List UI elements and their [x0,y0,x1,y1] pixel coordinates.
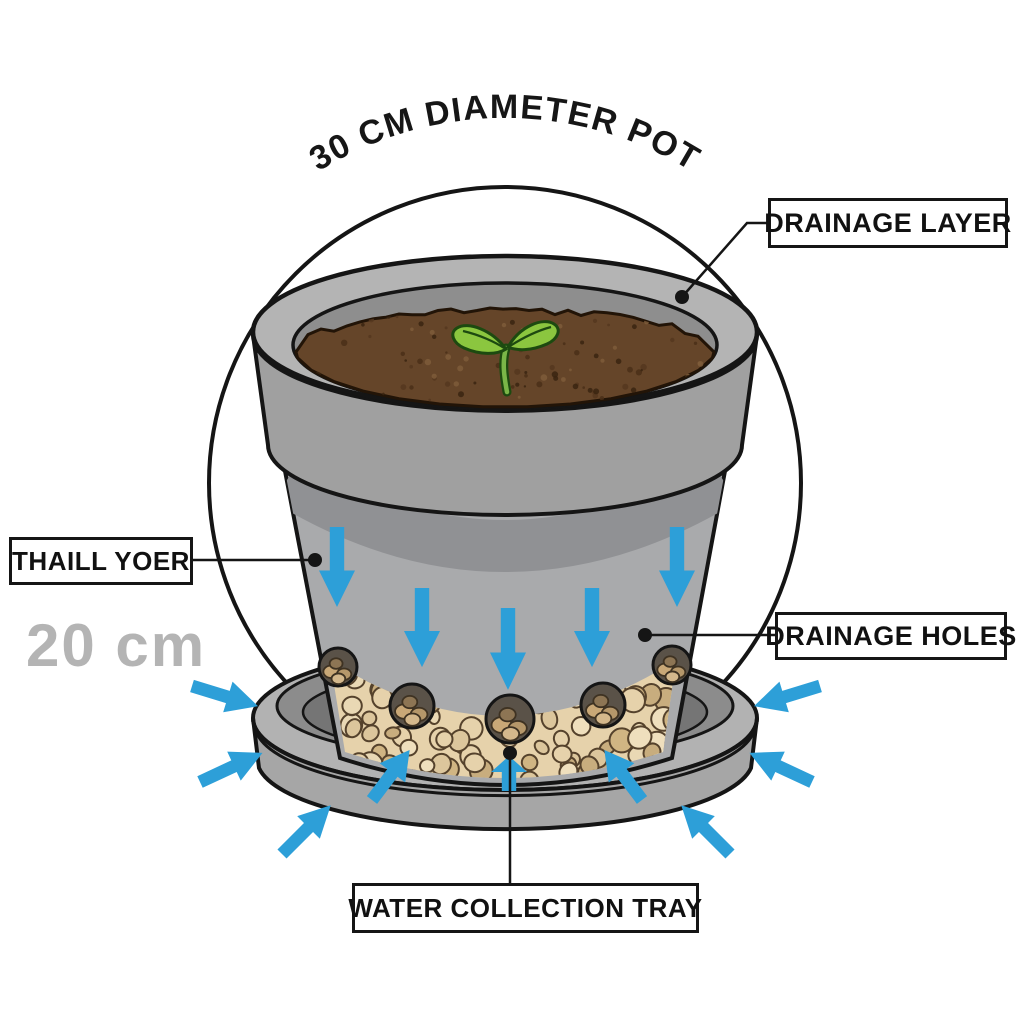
seedling-sprout [451,320,560,397]
arrow-inward-icon [749,670,825,722]
drainage-hole [317,646,359,688]
leader-dot-drainage-holes [638,628,652,642]
label-water-collection-tray-text: WATER COLLECTION TRAY [348,892,703,923]
label-water-collection-tray: WATER COLLECTION TRAY [348,883,702,933]
drainage-hole [484,693,536,745]
pot-shadow-band [285,471,725,572]
label-soil-layer-text: THAILL YOER [12,545,190,576]
leader-line-drainage-layer [681,221,768,298]
leader-dot-water-tray [503,746,517,760]
label-drainage-layer-text: DRAINAGE LAYER [764,207,1012,238]
soil-speckles [314,314,704,402]
pot-rim-graphic [250,253,760,517]
leaf-right-vein [509,325,552,347]
leaf-left-vein [462,329,505,349]
drainage-hole [388,682,436,730]
drainage-holes-graphic [317,644,693,745]
drainage-hole [651,644,693,686]
drainage-hole [579,681,627,729]
curved-title-text: 30 CM DIAMETER POT [303,88,706,178]
label-soil-layer: THAILL YOER [9,537,193,585]
leader-dot-soil-layer [308,553,322,567]
label-drainage-layer: DRAINAGE LAYER [764,198,1011,248]
label-drainage-holes: DRAINAGE HOLES [765,612,1016,660]
diagram-title: 30 CM DIAMETER POT [303,88,707,178]
leader-dot-drainage-layer [675,290,689,304]
pot-height-dimension: 20 cm [26,612,207,679]
label-drainage-holes-text: DRAINAGE HOLES [765,620,1017,651]
sprout-stem [501,345,510,395]
callout-leaders [193,221,775,884]
